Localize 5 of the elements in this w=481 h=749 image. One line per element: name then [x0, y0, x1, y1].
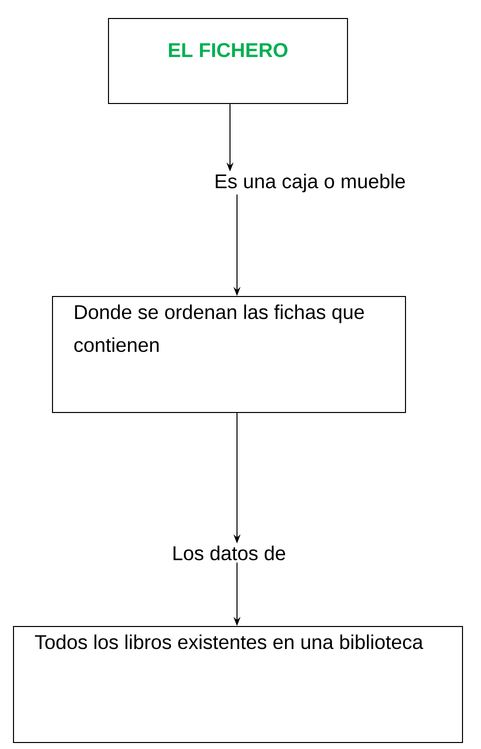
title-box: EL FICHERO: [108, 18, 348, 104]
process-box: Donde se ordenan las fichas que contienen: [52, 296, 406, 413]
step-text: Es una caja o mueble: [216, 174, 405, 192]
process-box: Todos los libros existentes en una biblioteca: [13, 626, 463, 743]
step-text: Los datos de: [174, 546, 286, 560]
